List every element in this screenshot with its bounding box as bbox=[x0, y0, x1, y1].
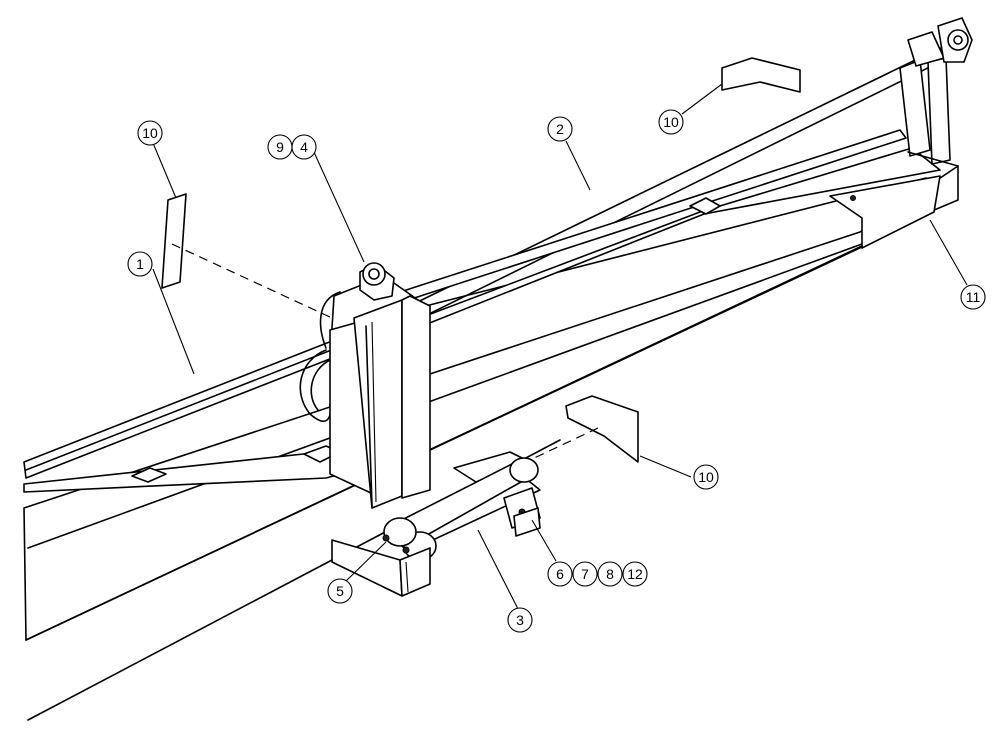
callout-label: 11 bbox=[966, 289, 981, 305]
callout-10-left: 10 bbox=[137, 120, 163, 146]
callout-label: 10 bbox=[698, 469, 714, 485]
callout-10-top: 10 bbox=[658, 109, 684, 135]
callout-11: 11 bbox=[960, 284, 986, 310]
callout-label: 10 bbox=[663, 114, 679, 130]
callout-12: 12 bbox=[622, 561, 648, 587]
callout-4: 4 bbox=[291, 134, 317, 160]
dashed-line-left-decal bbox=[171, 243, 333, 319]
callout-9: 9 bbox=[267, 134, 293, 160]
callout-label: 9 bbox=[276, 139, 284, 155]
callout-3: 3 bbox=[507, 607, 533, 633]
end-bracket-11 bbox=[829, 175, 941, 249]
callout-1: 1 bbox=[127, 251, 153, 277]
callout-8: 8 bbox=[597, 561, 623, 587]
callout-label: 12 bbox=[627, 566, 643, 582]
decal-lower bbox=[565, 395, 639, 463]
callout-2: 2 bbox=[547, 116, 573, 142]
callout-label: 10 bbox=[142, 125, 158, 141]
decal-left bbox=[161, 193, 187, 289]
hydraulic-cylinder bbox=[382, 451, 541, 561]
lower-brace-left bbox=[23, 445, 365, 493]
callout-label: 2 bbox=[556, 121, 564, 137]
callout-5: 5 bbox=[327, 578, 353, 604]
callout-label: 5 bbox=[336, 583, 344, 599]
callout-label: 1 bbox=[136, 256, 144, 272]
leader-lines bbox=[152, 83, 968, 610]
callout-label: 3 bbox=[516, 612, 524, 628]
right-end-frame bbox=[899, 17, 973, 167]
pivot-tower bbox=[299, 262, 431, 509]
dashed-line-lower-decal bbox=[529, 427, 599, 461]
callout-label: 4 bbox=[300, 139, 308, 155]
callout-label: 6 bbox=[556, 566, 564, 582]
callout-6: 6 bbox=[547, 561, 573, 587]
decal-top bbox=[721, 57, 801, 93]
callout-label: 7 bbox=[581, 566, 589, 582]
callout-7: 7 bbox=[572, 561, 598, 587]
callout-label: 8 bbox=[606, 566, 614, 582]
callout-10-lower: 10 bbox=[693, 464, 719, 490]
lower-mount-bracket bbox=[331, 487, 541, 597]
